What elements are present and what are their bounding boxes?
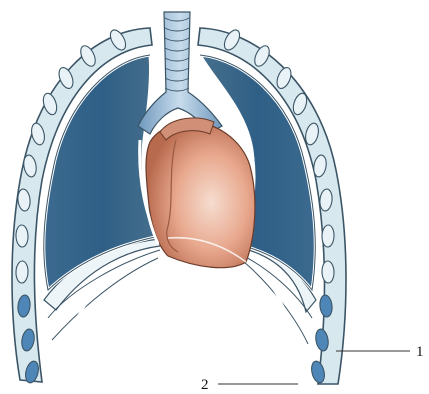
rib-left-9 (16, 261, 29, 283)
rib-right-8 (322, 225, 335, 247)
heart-body (146, 123, 255, 268)
pleura-basal-white (60, 260, 298, 374)
callout-2-label: 2 (201, 377, 209, 393)
heart (143, 118, 255, 268)
rib-left-8 (16, 225, 29, 247)
rib-right-9 (322, 261, 335, 283)
callout-1-label: 1 (416, 344, 424, 360)
